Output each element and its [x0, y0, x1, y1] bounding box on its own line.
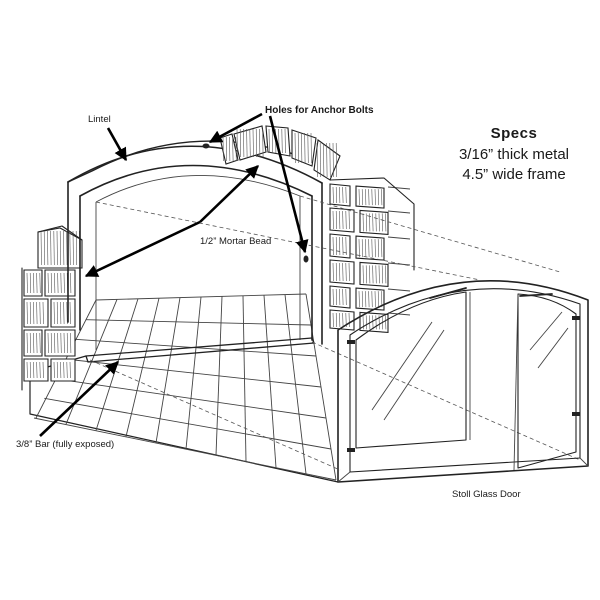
- brick-right-3-1: [359, 261, 389, 287]
- bottom-bar: [85, 337, 315, 363]
- arch-brick-4: [219, 133, 239, 165]
- arch-bricks: [219, 125, 341, 181]
- brick-left-0-0: [23, 269, 43, 297]
- lintel-arch: [67, 140, 323, 350]
- anchor-bolt-holes-label: Holes for Anchor Bolts: [265, 105, 374, 116]
- bar-label: 3/8” Bar (fully exposed): [16, 439, 114, 450]
- left-brick-wall: [21, 225, 83, 391]
- firebox-floor-grid: [29, 293, 339, 483]
- specs-block: Specs 3/16” thick metal 4.5” wide frame: [459, 125, 569, 183]
- brick-right-4-0: [329, 285, 351, 309]
- annotation-arrows: [39, 112, 309, 437]
- glass-door-label: Stoll Glass Door: [452, 489, 521, 500]
- hinge-right-bottom-icon: [572, 412, 580, 416]
- brick-right-0-0: [329, 183, 351, 207]
- hinge-left-bottom-icon: [347, 448, 355, 452]
- projection-lines: [89, 195, 581, 471]
- brick-right-0-1: [355, 185, 385, 209]
- stoll-glass-door: [337, 280, 589, 483]
- hinge-right-top-icon: [572, 316, 580, 320]
- brick-right-1-1: [359, 209, 389, 235]
- brick-right-4-1: [355, 287, 385, 311]
- brick-right-2-0: [329, 233, 351, 259]
- lintel-label: Lintel: [88, 114, 111, 125]
- anchor-bolt-hole-top: [202, 143, 210, 149]
- mortar-bead-label: 1/2” Mortar Bead: [200, 236, 271, 247]
- brick-left-2-0: [23, 329, 43, 357]
- anchor-bolt-hole-right: [303, 255, 309, 263]
- hinge-left-top-icon: [347, 340, 355, 344]
- specs-line-thickness: 3/16” thick metal: [459, 146, 569, 163]
- brick-left-top: [37, 227, 83, 269]
- specs-line-width: 4.5” wide frame: [462, 166, 565, 183]
- specs-title: Specs: [491, 125, 538, 142]
- right-brick-wall: [329, 177, 415, 333]
- brick-right-2-1: [355, 235, 385, 261]
